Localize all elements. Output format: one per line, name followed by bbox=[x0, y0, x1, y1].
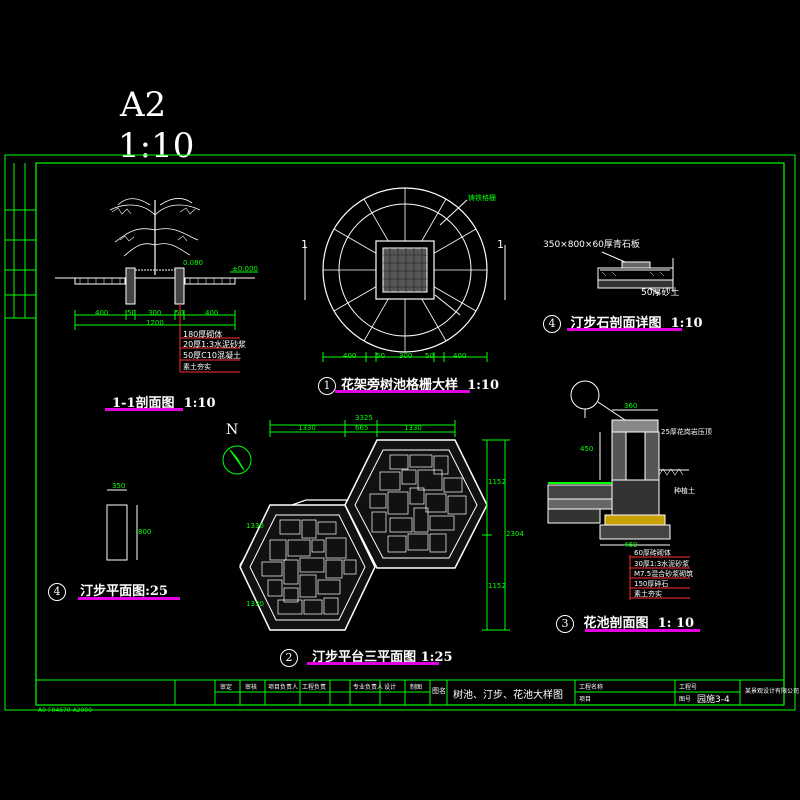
layer-4: 素土夯实 bbox=[183, 363, 211, 371]
cut-mark-left: 1 bbox=[301, 238, 308, 251]
bed-layer-4: 150厚碎石 bbox=[634, 580, 669, 588]
sheet-code: A0-F04670-A2000 bbox=[38, 707, 93, 714]
platform-total-right: 2304 bbox=[506, 530, 524, 538]
field-drawing-name: 图名 bbox=[432, 687, 446, 695]
dim-3: 300 bbox=[148, 309, 162, 317]
grille-note: 铸铁格栅 bbox=[468, 194, 496, 202]
pool-dim-3: 300 bbox=[399, 352, 413, 360]
level-label-2: 0.080 bbox=[183, 259, 204, 267]
dim-2: 50 bbox=[127, 309, 136, 317]
field-1: 审定 bbox=[220, 684, 233, 691]
project-label: 工程名称 bbox=[579, 684, 604, 691]
bed-layer-1: 60厚砖砌体 bbox=[634, 549, 671, 557]
cut-mark-right: 1 bbox=[497, 238, 504, 251]
north-label: N bbox=[226, 422, 239, 438]
field-6: 设计 bbox=[384, 684, 397, 691]
platform-underline bbox=[307, 662, 439, 665]
dim-1: 400 bbox=[95, 309, 109, 317]
layer-1: 180厚砌体 bbox=[183, 330, 223, 339]
platform-dim-right-1: 1152 bbox=[488, 478, 506, 486]
section-1-1-underline bbox=[105, 408, 183, 411]
tree-pool-underline bbox=[335, 390, 470, 393]
plan-dim-h: 800 bbox=[138, 528, 152, 536]
platform-dim-top-3: 1330 bbox=[404, 424, 422, 432]
drawing-name: 树池、汀步、花池大样图 bbox=[453, 690, 563, 701]
outer-frame bbox=[4, 154, 796, 711]
platform-title: 2 汀步平台三平面图 1:25 bbox=[280, 646, 453, 667]
flower-bed-underline bbox=[585, 629, 700, 632]
tree-pool-grille bbox=[304, 187, 506, 353]
bed-side-dim: 450 bbox=[580, 445, 594, 453]
stone-top-note: 350×800×60厚青石板 bbox=[543, 240, 640, 250]
level-label: ±0.000 bbox=[232, 265, 258, 273]
platform-edge-dim-2: 1330 bbox=[246, 600, 264, 608]
flower-bed-title: 3 花池剖面图 1: 10 bbox=[556, 612, 694, 633]
field-4: 工程负责 bbox=[302, 684, 327, 691]
bed-note-top: 25厚花岗岩压顶 bbox=[661, 428, 712, 436]
stepping-stone-section bbox=[597, 251, 674, 296]
bed-layer-3: M7.5混合砂浆砌筑 bbox=[634, 570, 694, 578]
scale-label: 1:10 bbox=[118, 126, 195, 166]
stepping-plan-title: 4 汀步平面图:25 bbox=[48, 580, 168, 601]
field-3: 项目负责人 bbox=[268, 684, 299, 691]
platform-edge-dim-1: 1330 bbox=[246, 522, 264, 530]
section-1-1-title: 1-1剖面图 1:10 bbox=[112, 396, 216, 411]
pool-dim-2: 50 bbox=[376, 352, 385, 360]
stepping-section-title: 4 汀步石剖面详图 1:10 bbox=[543, 312, 703, 333]
plan-dim-w: 350 bbox=[112, 482, 126, 490]
bed-layer-5: 素土夯实 bbox=[634, 590, 662, 598]
sheet-label: 图号 bbox=[679, 696, 692, 703]
platform-dim-top-2: 665 bbox=[355, 424, 369, 432]
layer-3: 50厚C10混凝土 bbox=[183, 351, 241, 360]
bed-top-dim: 360 bbox=[624, 402, 638, 410]
stone-bottom-note: 50厚砂土 bbox=[641, 288, 680, 298]
bed-bottom-dim: 460 bbox=[624, 541, 638, 549]
dim-total: 1200 bbox=[146, 319, 164, 327]
field-2: 审核 bbox=[245, 684, 258, 691]
platform-dim-right-2: 1152 bbox=[488, 582, 506, 590]
flower-bed-section bbox=[547, 380, 690, 600]
pool-dim-5: 400 bbox=[453, 352, 467, 360]
dim-4: 50 bbox=[175, 309, 184, 317]
company-name: 某景观设计有限公司 bbox=[745, 688, 800, 695]
field-5: 专业负责人 bbox=[353, 684, 384, 691]
hex-platform bbox=[222, 420, 510, 631]
bed-layer-2: 30厚1:3水泥砂浆 bbox=[634, 560, 690, 568]
field-7: 制图 bbox=[410, 684, 423, 691]
section-1-1 bbox=[55, 197, 258, 373]
stepping-stone-plan bbox=[106, 504, 128, 561]
drawing-number: 园施3-4 bbox=[697, 695, 730, 705]
paper-size-label: A2 bbox=[120, 85, 167, 125]
layer-2: 20厚1:3水泥砂浆 bbox=[183, 340, 247, 349]
code-label: 工程号 bbox=[679, 684, 698, 691]
stepping-plan-underline bbox=[78, 597, 180, 600]
dim-5: 400 bbox=[205, 309, 219, 317]
bed-soil: 种植土 bbox=[674, 487, 695, 495]
item-label: 项目 bbox=[579, 696, 592, 703]
pool-dim-4: 50 bbox=[425, 352, 434, 360]
platform-dim-top-1: 1330 bbox=[298, 424, 316, 432]
platform-total-top: 3325 bbox=[355, 414, 373, 422]
stepping-section-underline bbox=[567, 328, 682, 331]
pool-dim-1: 400 bbox=[343, 352, 357, 360]
